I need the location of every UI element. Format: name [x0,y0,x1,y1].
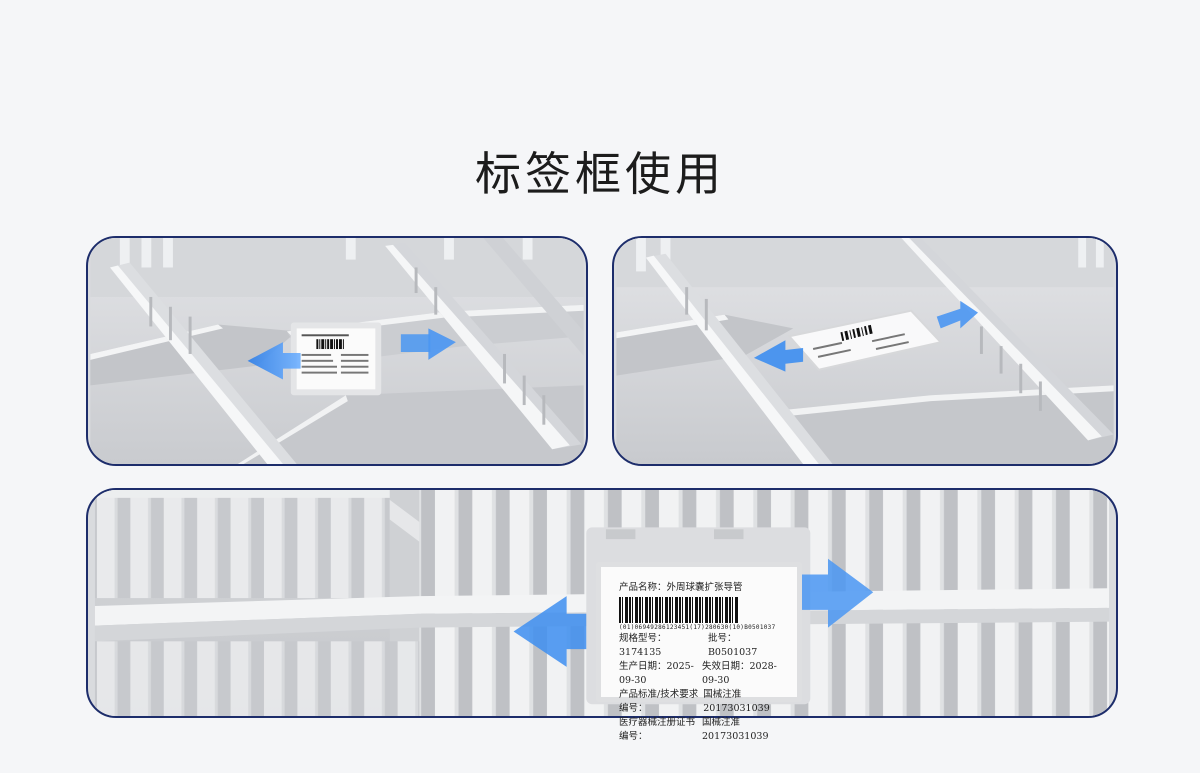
product-label-card: 产品名称：外周球囊扩张导管 (01)06949286123451(17)2806… [596,562,802,742]
photo-panel-dividers-flat-label [612,236,1118,466]
label-model: 规格型号：3174135 [619,633,667,658]
label-standard: 产品标准/技术要求编号： [619,689,699,714]
label-lot: 批号：B0501037 [707,633,758,658]
right-arrow-icon [936,300,978,329]
left-arrow-icon [753,340,804,372]
divider-grid-photo [90,238,584,464]
page-title: 标签框使用 [475,147,725,201]
photo-panel-dividers-vertical-label [86,236,588,466]
right-arrow-icon [798,558,874,628]
divider-grid-photo [616,238,1114,464]
label-standard-value: 国械注准20173031039 [703,689,770,714]
label-barcode-number: (01)06949286123451(17)280630(10)B0501037 [619,624,776,631]
right-arrow-icon [428,328,456,360]
label-product-name: 产品名称：外周球囊扩张导管 [619,582,743,593]
label-mfg-date: 生产日期：2025-09-30 [619,661,694,686]
label-reg-cert: 医疗器械注册证书编号： [619,717,696,742]
left-arrow-icon [247,342,301,380]
label-reg-value: 国械注准20173031039 [702,717,769,742]
label-expiry: 失效日期：2028-09-30 [702,661,777,686]
left-arrow-icon [513,596,587,667]
barcode-icon [619,597,739,623]
